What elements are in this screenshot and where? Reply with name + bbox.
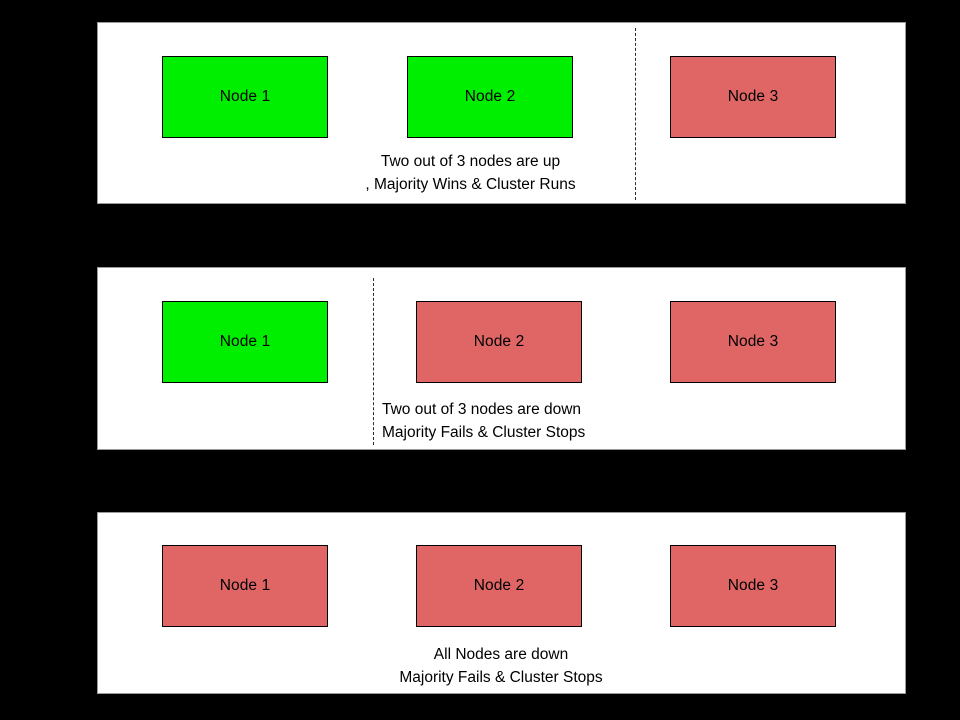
node-label: Node 3 bbox=[727, 333, 779, 351]
node-box-1-3[interactable]: Node 3 bbox=[670, 56, 836, 138]
panel-caption: All Nodes are down Majority Fails & Clus… bbox=[336, 643, 666, 689]
node-label: Node 2 bbox=[473, 333, 525, 351]
caption-line-2: , Majority Wins & Cluster Runs bbox=[365, 176, 576, 193]
quorum-divider-line bbox=[635, 28, 636, 200]
node-box-3-2[interactable]: Node 2 bbox=[416, 545, 582, 627]
panel-caption: Two out of 3 nodes are down Majority Fai… bbox=[382, 398, 712, 444]
caption-line-2: Majority Fails & Cluster Stops bbox=[399, 669, 603, 686]
node-label: Node 1 bbox=[219, 88, 271, 106]
node-box-2-1[interactable]: Node 1 bbox=[162, 301, 328, 383]
node-box-1-2[interactable]: Node 2 bbox=[407, 56, 573, 138]
panel-all-nodes-down: Node 1 Node 2 Node 3 All Nodes are down … bbox=[97, 512, 906, 694]
node-label: Node 2 bbox=[464, 88, 516, 106]
caption-line-2: Majority Fails & Cluster Stops bbox=[382, 424, 586, 441]
node-label: Node 2 bbox=[473, 577, 525, 595]
quorum-divider-line bbox=[373, 278, 374, 445]
caption-line-1: All Nodes are down bbox=[433, 646, 569, 663]
node-label: Node 1 bbox=[219, 333, 271, 351]
node-box-1-1[interactable]: Node 1 bbox=[162, 56, 328, 138]
node-box-3-3[interactable]: Node 3 bbox=[670, 545, 836, 627]
node-label: Node 3 bbox=[727, 88, 779, 106]
panel-majority-wins: Node 1 Node 2 Node 3 Two out of 3 nodes … bbox=[97, 22, 906, 204]
node-box-2-2[interactable]: Node 2 bbox=[416, 301, 582, 383]
panel-caption: Two out of 3 nodes are up , Majority Win… bbox=[306, 150, 635, 196]
caption-line-1: Two out of 3 nodes are down bbox=[382, 401, 582, 418]
panel-majority-fails-two-down: Node 1 Node 2 Node 3 Two out of 3 nodes … bbox=[97, 267, 906, 450]
caption-line-1: Two out of 3 nodes are up bbox=[380, 153, 561, 170]
node-box-2-3[interactable]: Node 3 bbox=[670, 301, 836, 383]
node-box-3-1[interactable]: Node 1 bbox=[162, 545, 328, 627]
node-label: Node 3 bbox=[727, 577, 779, 595]
node-label: Node 1 bbox=[219, 577, 271, 595]
